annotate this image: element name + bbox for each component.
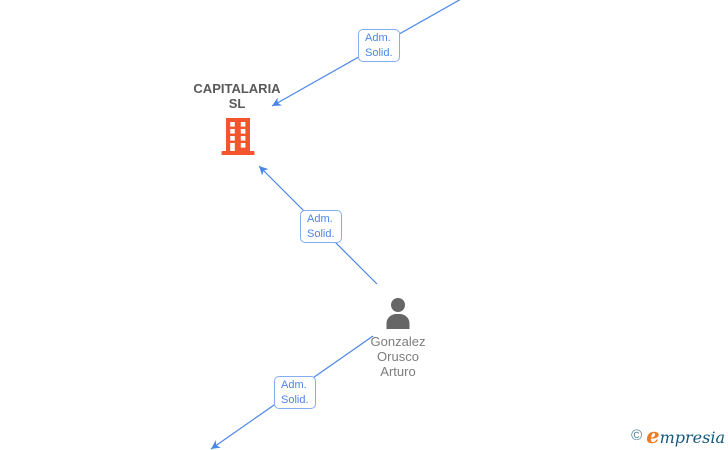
copyright-icon: ©	[631, 426, 643, 444]
edge-label-line: Adm.	[281, 379, 307, 391]
edge-label-line: Adm.	[307, 213, 333, 225]
edge-label-line: Solid.	[365, 47, 393, 59]
brand-rest: mpresia	[659, 428, 725, 447]
person-name-line: Gonzalez	[370, 334, 426, 349]
building-icon	[221, 118, 255, 155]
person-icon	[386, 298, 410, 329]
company-name-line: SL	[228, 95, 246, 111]
edge-label-adm-solid: Adm. Solid.	[274, 376, 316, 409]
brand-initial: e	[646, 423, 660, 448]
empresia-logo[interactable]: © empresia	[631, 423, 725, 448]
person-name-label: Gonzalez Orusco Arturo	[348, 334, 448, 379]
empresia-wordmark: empresia	[646, 423, 725, 448]
edge-label-line: Solid.	[281, 394, 309, 406]
person-name-line: Orusco	[377, 349, 419, 364]
edge-label-line: Solid.	[307, 228, 335, 240]
edge-label-adm-solid: Adm. Solid.	[358, 29, 400, 62]
person-name-line: Arturo	[380, 364, 416, 379]
company-name-line: CAPITALARIA	[193, 81, 281, 96]
company-name-label: CAPITALARIA SL	[162, 81, 312, 111]
edge-label-line: Adm.	[365, 32, 391, 44]
edge-label-adm-solid: Adm. Solid.	[300, 210, 342, 243]
